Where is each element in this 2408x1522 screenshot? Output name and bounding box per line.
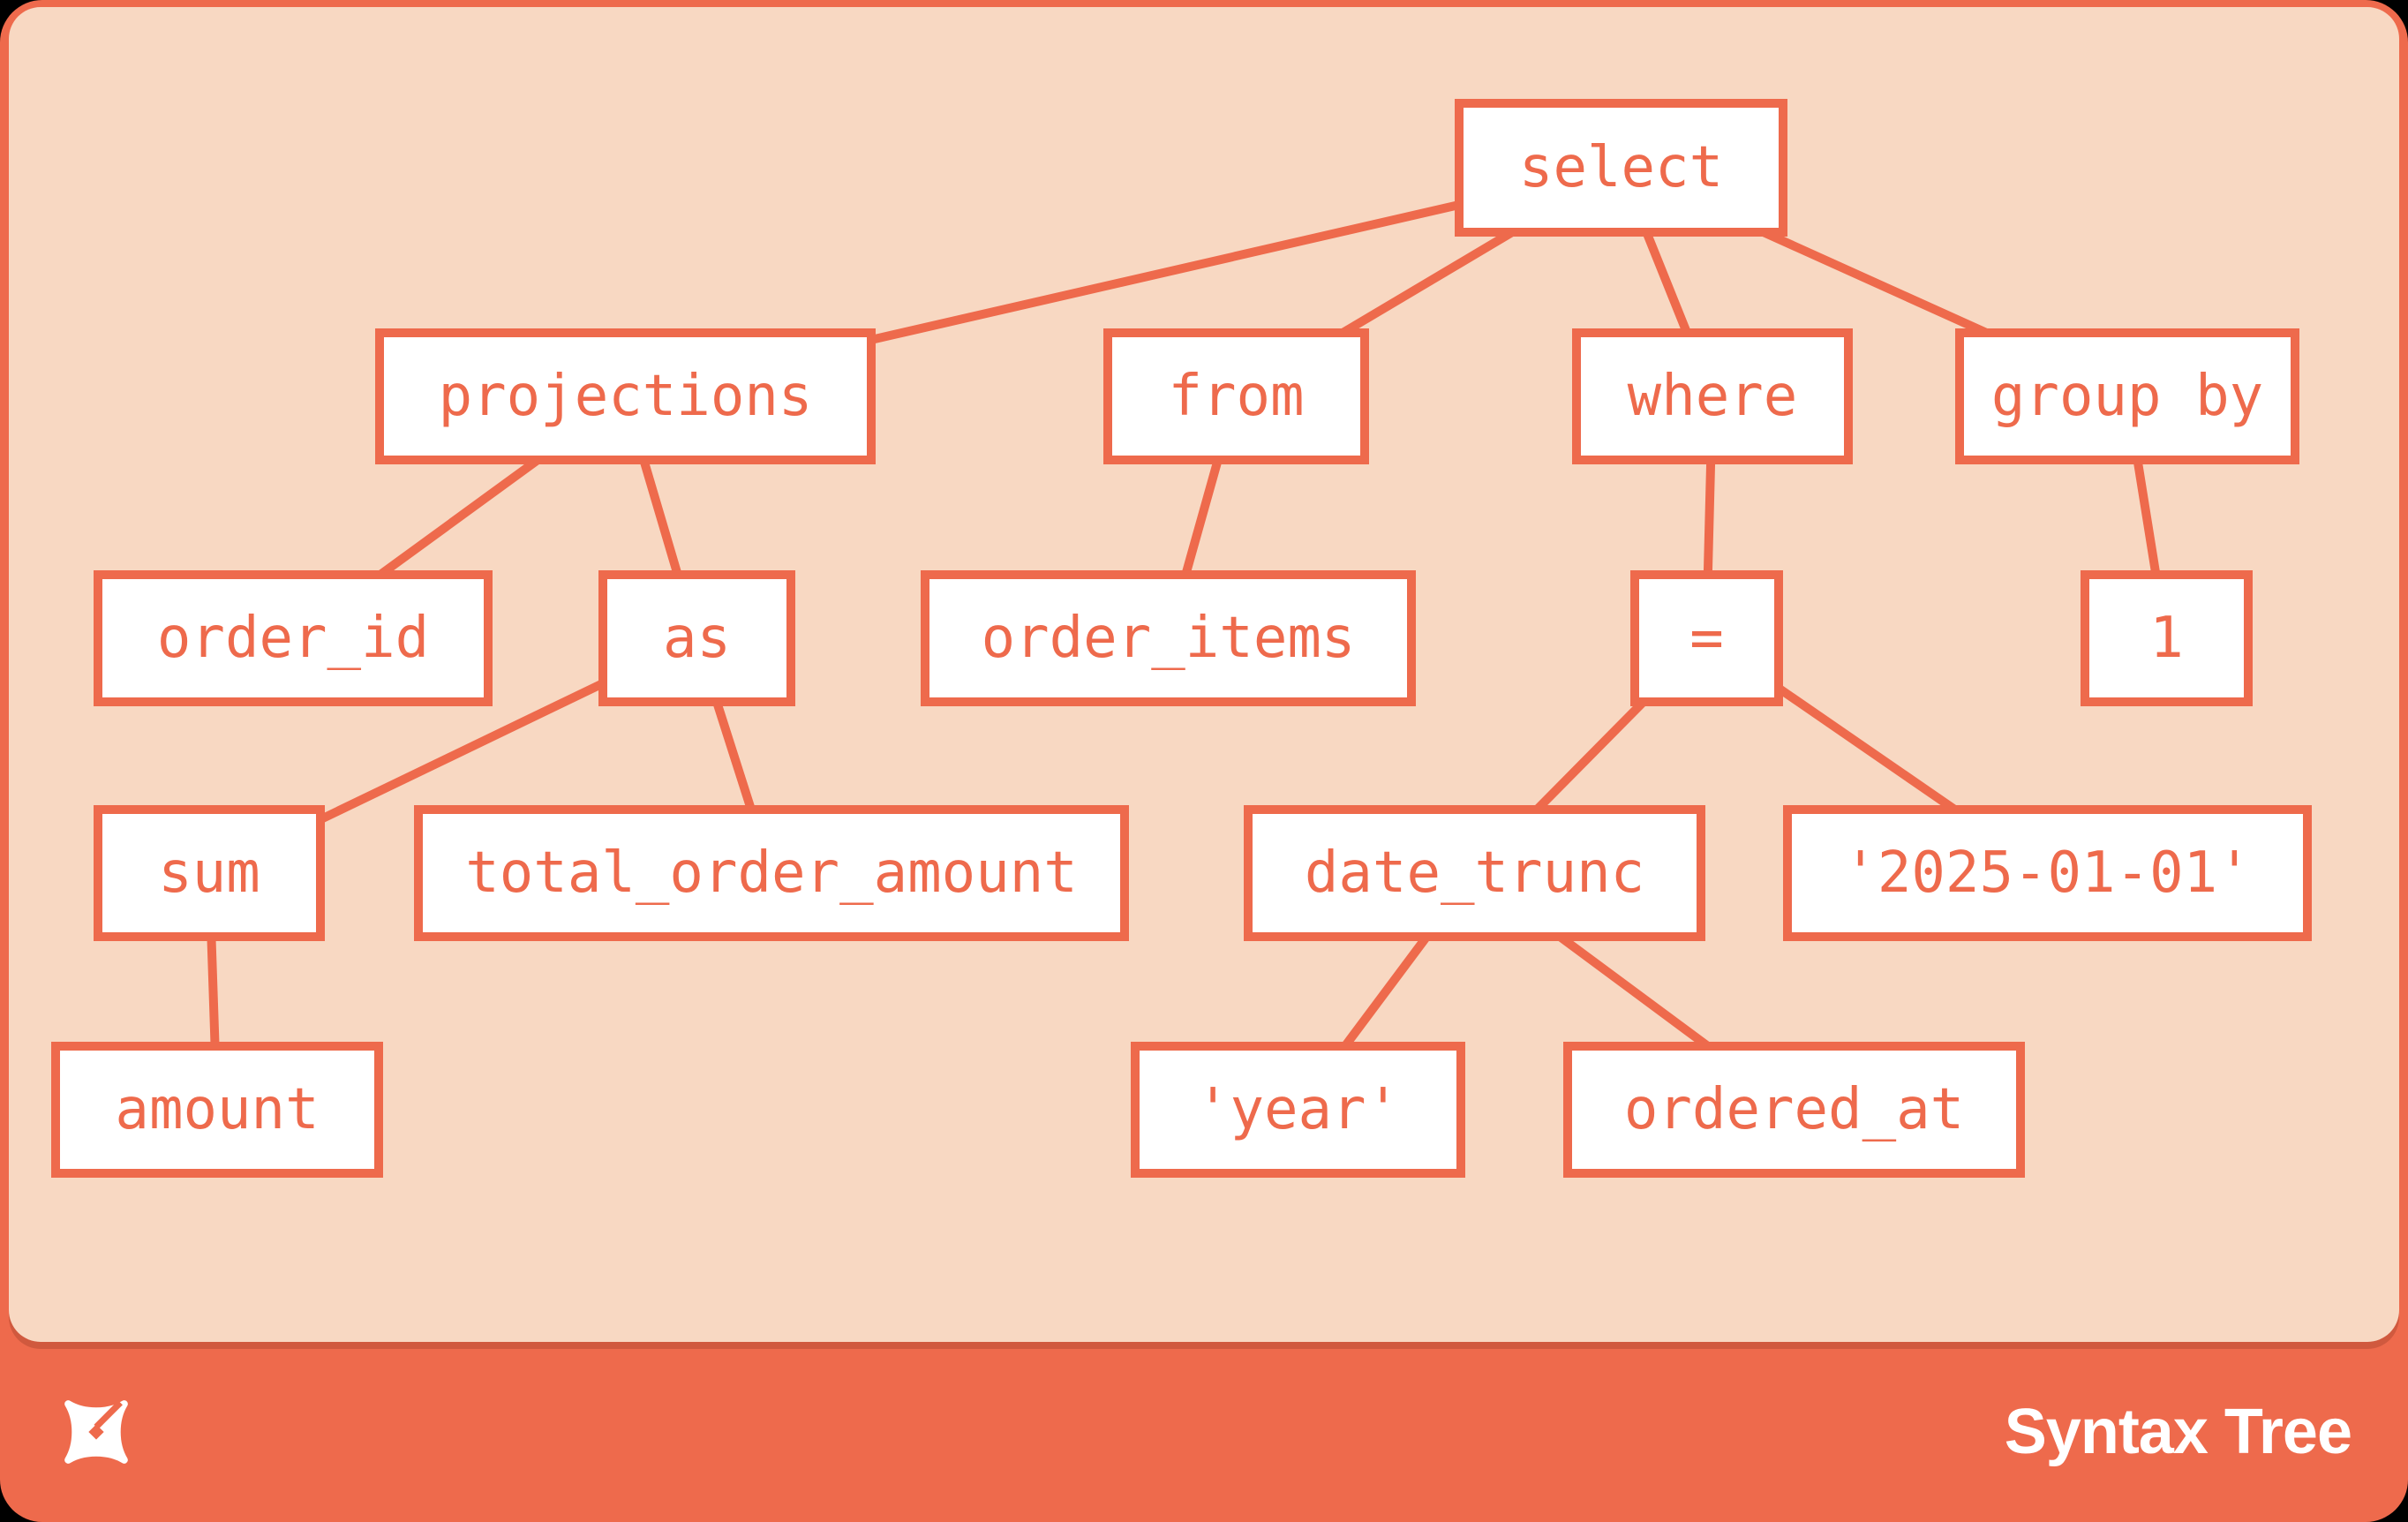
tree-node-projections: projections	[375, 328, 876, 464]
tree-node-group-by: group by	[1955, 328, 2299, 464]
tree-node-from: from	[1103, 328, 1369, 464]
footer-title: Syntax Tree	[2004, 1397, 2352, 1467]
tree-node-order-id: order_id	[94, 570, 493, 706]
tree-node-equals: =	[1630, 570, 1783, 706]
tree-node-date-trunc: date_trunc	[1244, 805, 1705, 941]
dbt-logo-icon	[64, 1400, 128, 1464]
tree-node-order-items: order_items	[921, 570, 1416, 706]
tree-node-one: 1	[2081, 570, 2253, 706]
tree-node-total-order-amount: total_order_amount	[414, 805, 1129, 941]
brand-bar: Syntax Tree	[0, 1342, 2408, 1522]
tree-node-where: where	[1572, 328, 1853, 464]
tree-node-as: as	[598, 570, 795, 706]
tree-node-ordered-at: ordered_at	[1563, 1042, 2025, 1178]
tree-node-year-literal: 'year'	[1131, 1042, 1465, 1178]
tree-node-sum: sum	[94, 805, 325, 941]
tree-node-select: select	[1455, 99, 1787, 237]
tree-node-date-literal: '2025-01-01'	[1783, 805, 2312, 941]
tree-node-amount: amount	[51, 1042, 383, 1178]
